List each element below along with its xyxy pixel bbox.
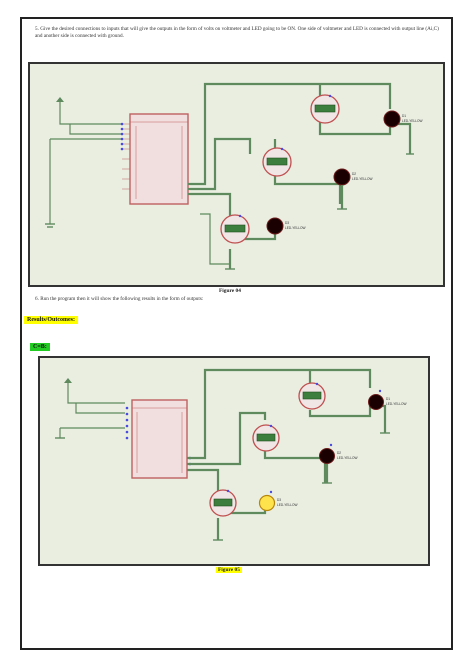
svg-text:D3: D3 — [277, 498, 281, 502]
voltmeter-1 — [298, 382, 326, 410]
schematic-2-drawing: D1 LED-YELLOW D2 LED-YELLOW D3 LED-YELLO… — [55, 368, 407, 541]
page-border — [20, 17, 453, 650]
svg-text:LED-YELLOW: LED-YELLOW — [337, 456, 358, 460]
led-1-off: D1 LED-YELLOW — [383, 110, 423, 128]
voltmeter-3 — [220, 214, 250, 244]
step-5-text: 5. Give the desired connections to input… — [35, 26, 439, 39]
ground-icon — [55, 432, 390, 541]
power-source-icon — [64, 378, 72, 390]
power-source-icon — [56, 97, 64, 109]
svg-text:LED-YELLOW: LED-YELLOW — [285, 226, 306, 230]
figure-04-caption: Figure 04 — [219, 288, 241, 294]
case-label: C=B: — [30, 343, 50, 351]
led-3-off: D3 LED-YELLOW — [266, 217, 306, 235]
circuit-schematic-figure-04: D1 LED-YELLOW D2 LED-YELLOW D3 LED-YELLO… — [28, 62, 445, 287]
voltmeter-1 — [310, 94, 340, 124]
svg-text:D2: D2 — [352, 172, 356, 176]
circuit-schematic-figure-05: D1 LED-YELLOW D2 LED-YELLOW D3 LED-YELLO… — [38, 356, 430, 566]
svg-text:D1: D1 — [386, 397, 390, 401]
ic-chip — [125, 399, 192, 479]
schematic-1-drawing: D1 LED-YELLOW D2 LED-YELLOW D3 LED-YELLO… — [45, 82, 423, 270]
voltmeter-2 — [262, 147, 292, 177]
svg-text:D2: D2 — [337, 451, 341, 455]
svg-text:D1: D1 — [402, 114, 406, 118]
led-2-off: D2 LED-YELLOW — [319, 443, 358, 464]
ic-chip — [120, 113, 189, 205]
svg-text:LED-YELLOW: LED-YELLOW — [402, 119, 423, 123]
led-1-off: D1 LED-YELLOW — [368, 389, 407, 410]
svg-text:LED-YELLOW: LED-YELLOW — [352, 177, 373, 181]
svg-text:LED-YELLOW: LED-YELLOW — [386, 402, 407, 406]
step-6-text: 6. Run the program then it will show the… — [35, 296, 204, 302]
ground-icon — [45, 223, 55, 228]
ground-icon-2 — [225, 153, 414, 270]
voltmeter-3 — [209, 489, 237, 517]
results-heading: Results/Outcomes: — [24, 316, 78, 324]
led-3-on: D3 LED-YELLOW — [258, 490, 298, 512]
voltmeter-2 — [252, 424, 280, 452]
led-2-off: D2 LED-YELLOW — [333, 168, 373, 186]
svg-text:LED-YELLOW: LED-YELLOW — [277, 503, 298, 507]
figure-05-caption: Figure 05 — [216, 567, 242, 573]
svg-text:D3: D3 — [285, 221, 289, 225]
